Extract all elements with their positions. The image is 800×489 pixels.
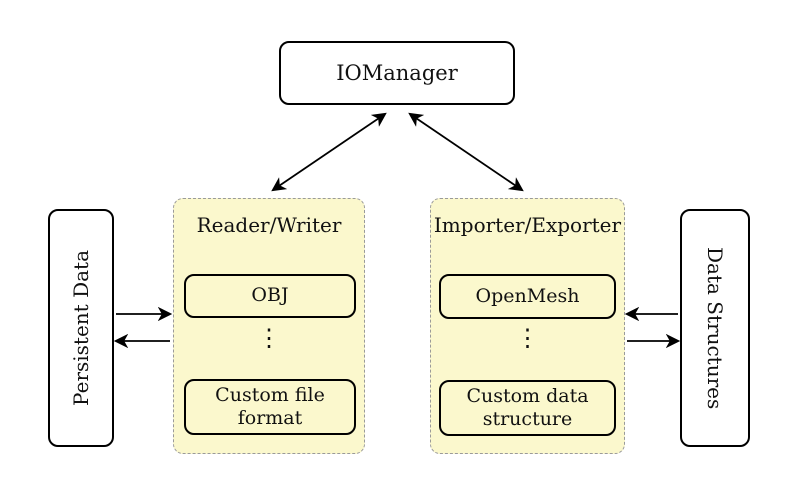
openmesh-label: OpenMesh <box>475 284 580 307</box>
node-io-manager: IOManager <box>279 41 515 105</box>
reader-writer-title: Reader/Writer <box>196 213 342 237</box>
arrow-iomanager-readerwriter <box>271 112 387 192</box>
importer-exporter-ellipsis: ⋮ <box>515 324 540 352</box>
arrow-iomanager-importerexporter <box>408 112 524 192</box>
custom-data-structure-label: Custom data structure <box>466 384 589 430</box>
importer-exporter-title: Importer/Exporter <box>433 213 622 237</box>
reader-writer-ellipsis: ⋮ <box>257 324 281 352</box>
data-structures-label: Data Structures <box>703 246 727 410</box>
node-custom-file-format: Custom file format <box>184 379 356 435</box>
custom-file-format-label: Custom file format <box>215 383 325 429</box>
io-manager-label: IOManager <box>336 61 458 85</box>
node-data-structures: Data Structures <box>680 209 750 447</box>
group-reader-writer: Reader/Writer OBJ ⋮ Custom file format <box>173 198 365 454</box>
node-persistent-data: Persistent Data <box>48 209 114 447</box>
node-obj: OBJ <box>184 274 356 318</box>
node-custom-data-structure: Custom data structure <box>439 380 616 436</box>
group-importer-exporter: Importer/Exporter OpenMesh ⋮ Custom data… <box>430 198 625 454</box>
persistent-data-label: Persistent Data <box>69 250 93 406</box>
obj-label: OBJ <box>251 284 289 307</box>
node-openmesh: OpenMesh <box>439 274 616 319</box>
